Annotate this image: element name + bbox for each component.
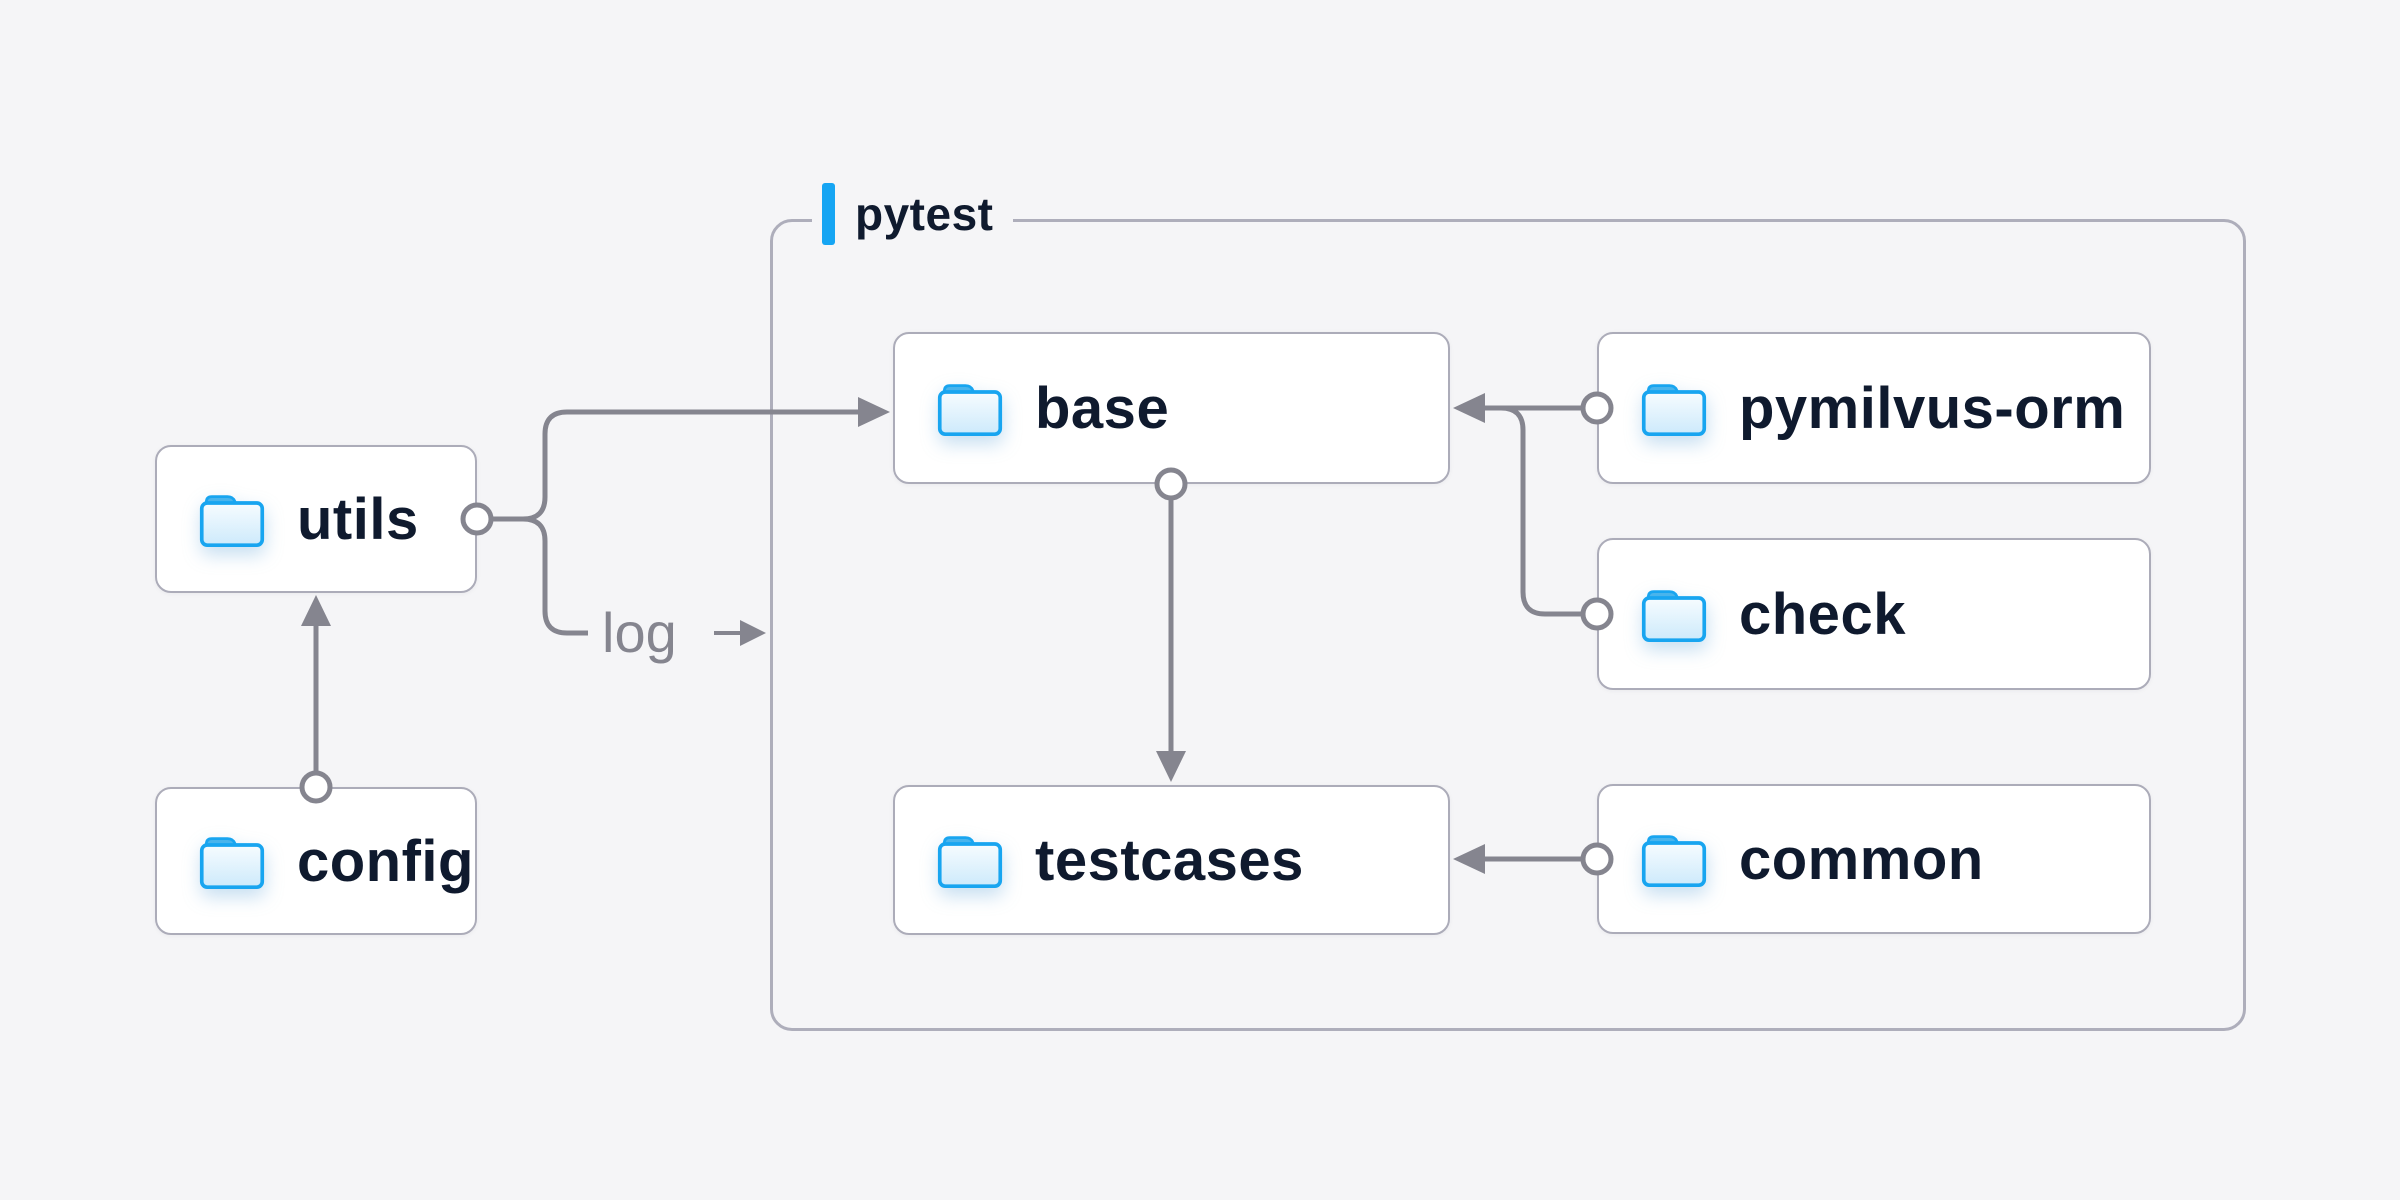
folder-icon [937,835,1003,888]
node-base: base [893,332,1450,484]
arrowhead-log-into-pytest [740,620,766,646]
edge-check-base [1486,405,1583,617]
arrowhead-pymilvus-orm-base [1453,393,1485,423]
pytest-group-box [770,219,2246,1031]
node-check: check [1597,538,2151,690]
accent-bar [822,183,835,245]
node-label-check: check [1739,581,1906,647]
arrowhead-common-testcases [1453,844,1485,874]
node-pymilvus-orm: pymilvus-orm [1597,332,2151,484]
edge-utils-base [491,409,860,522]
arrowhead-config-utils [301,595,331,626]
pytest-group-title: pytest [855,188,994,240]
arrowhead-utils-base [858,397,890,427]
node-label-common: common [1739,826,1984,892]
node-common: common [1597,784,2151,934]
node-utils: utils [155,445,477,593]
node-label-testcases: testcases [1035,827,1304,893]
node-label-config: config [297,828,474,894]
folder-icon [1641,834,1707,887]
node-label-pymilvus-orm: pymilvus-orm [1739,375,2126,441]
folder-icon [937,383,1003,436]
folder-icon [1641,383,1707,436]
node-label-utils: utils [297,486,419,552]
node-label-base: base [1035,375,1170,441]
folder-icon [1641,589,1707,642]
folder-icon [199,494,265,547]
pytest-group-label: pytest [812,180,1014,248]
folder-icon [199,836,265,889]
node-testcases: testcases [893,785,1450,935]
node-config: config [155,787,477,935]
log-edge-label: log [602,601,677,664]
arrowhead-base-testcases [1156,751,1186,782]
edge-utils-log [491,516,588,636]
